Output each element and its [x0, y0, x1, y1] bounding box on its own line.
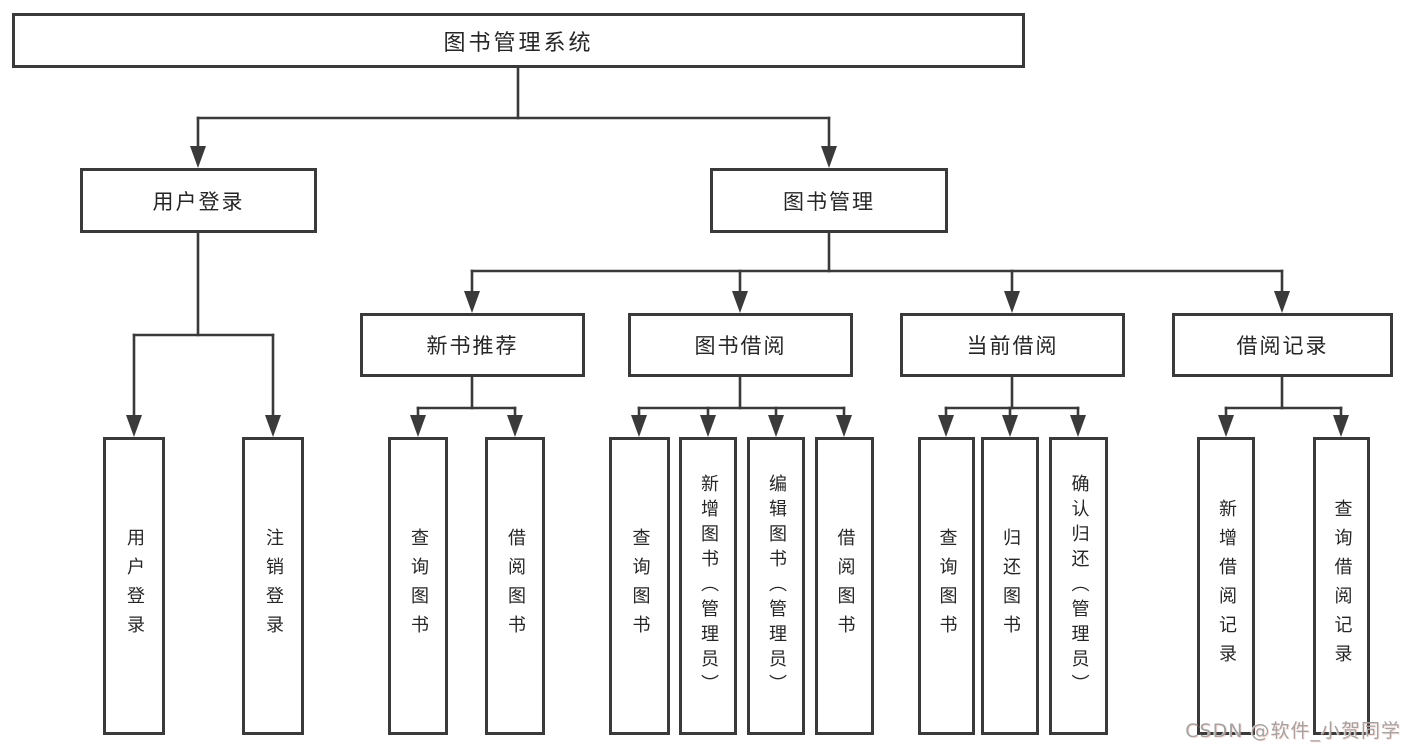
leaf-label: 借阅图书 — [505, 528, 526, 644]
leaf-query-books: 查询图书 — [609, 437, 670, 735]
connector-new-book-to-leaves — [410, 375, 523, 437]
leaf-query-borrow-record: 查询借阅记录 — [1313, 437, 1370, 735]
node-borrow-record: 借阅记录 — [1172, 313, 1393, 377]
leaf-label: 确认归还（管理员） — [1068, 473, 1090, 699]
leaf-query-books-current: 查询图书 — [918, 437, 975, 735]
leaf-label: 查询图书 — [936, 528, 958, 644]
leaf-borrow-books-recommend: 借阅图书 — [485, 437, 545, 735]
leaf-edit-books-admin: 编辑图书（管理员） — [747, 437, 805, 735]
node-label: 当前借阅 — [966, 334, 1059, 358]
node-root-system: 图书管理系统 — [12, 13, 1025, 68]
leaf-user-login: 用户登录 — [103, 437, 165, 735]
leaf-borrow-books: 借阅图书 — [815, 437, 874, 735]
node-book-mgmt: 图书管理 — [710, 168, 948, 233]
csdn-watermark: CSDN @软件_小贺同学 — [1185, 720, 1401, 742]
leaf-label: 查询图书 — [629, 528, 651, 644]
leaf-add-borrow-record: 新增借阅记录 — [1197, 437, 1255, 735]
leaf-label: 注销登录 — [263, 528, 284, 644]
connector-book-borrow-to-leaves — [631, 375, 852, 437]
node-label: 新书推荐 — [426, 334, 519, 358]
leaf-confirm-return-admin: 确认归还（管理员） — [1049, 437, 1108, 735]
leaf-add-books-admin: 新增图书（管理员） — [679, 437, 737, 735]
leaf-label: 新增图书（管理员） — [698, 473, 719, 699]
leaf-logout: 注销登录 — [242, 437, 304, 735]
node-label: 图书管理 — [783, 189, 875, 214]
node-label: 图书借阅 — [694, 334, 787, 358]
connector-current-borrow-to-leaves — [938, 375, 1086, 437]
leaf-label: 借阅图书 — [834, 528, 856, 644]
connector-borrow-record-to-leaves — [1218, 375, 1349, 437]
node-label: 图书管理系统 — [443, 30, 594, 56]
leaf-label: 归还图书 — [1000, 528, 1021, 644]
node-book-borrow: 图书借阅 — [628, 313, 853, 377]
leaf-label: 新增借阅记录 — [1216, 499, 1237, 673]
connector-user-login-to-leaves — [126, 231, 281, 437]
node-user-login: 用户登录 — [80, 168, 317, 233]
node-current-borrow: 当前借阅 — [900, 313, 1125, 377]
leaf-label: 查询图书 — [408, 528, 429, 644]
leaf-label: 编辑图书（管理员） — [766, 473, 787, 699]
node-new-book-recommend: 新书推荐 — [360, 313, 585, 377]
connector-book-mgmt-to-level3 — [464, 231, 1290, 313]
node-label: 借阅记录 — [1236, 334, 1329, 358]
leaf-return-books: 归还图书 — [981, 437, 1039, 735]
leaf-label: 查询借阅记录 — [1331, 499, 1353, 673]
connector-root-to-level2 — [190, 66, 837, 168]
leaf-query-books-recommend: 查询图书 — [388, 437, 448, 735]
leaf-label: 用户登录 — [124, 528, 145, 644]
node-label: 用户登录 — [152, 189, 245, 214]
